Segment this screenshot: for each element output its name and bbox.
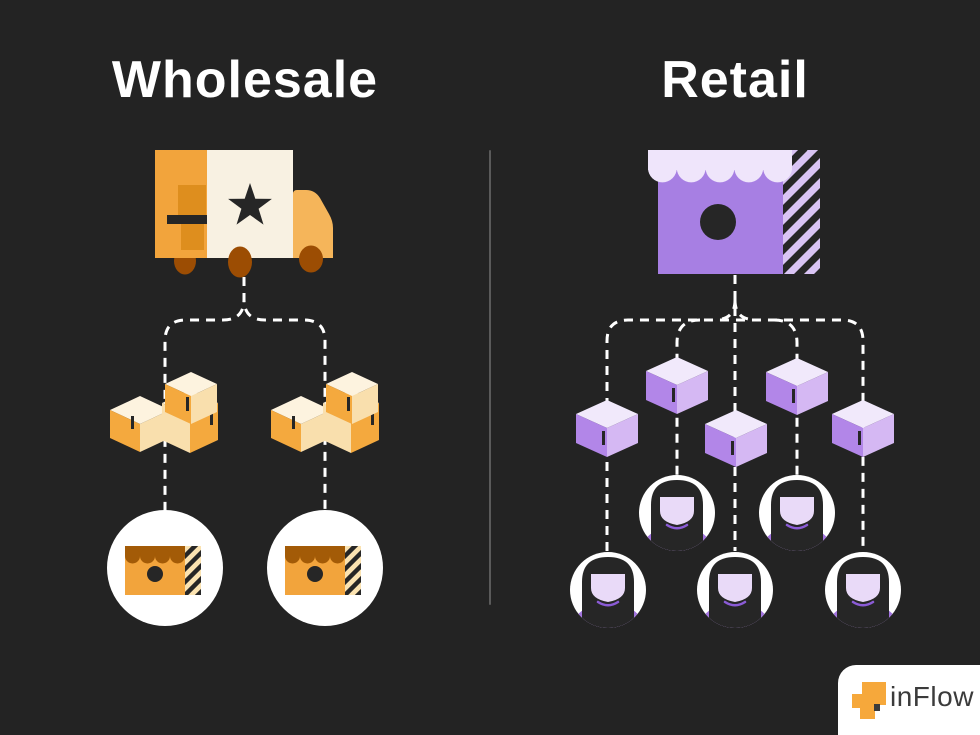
wholesale-title: Wholesale [111,51,379,109]
truck-front-wheel [299,245,323,273]
wholesale-branch-left [163,277,246,511]
retail-branch-4 [773,318,799,475]
retail-outer-branches [605,318,865,551]
wholesale-branch-right [242,277,327,511]
retail-box-2 [646,357,708,414]
retail-title: Retail [661,51,809,109]
storefront-icon [125,538,205,598]
wholesale-storefront-node-2 [267,510,383,626]
truck-cab [293,190,333,258]
vertical-divider [489,150,491,605]
retail-box-3 [705,410,767,467]
storefront-awning [648,150,792,183]
truck-cargo-box-lower [181,224,204,250]
customer-avatar-4 [695,550,775,630]
brand-card: inFlow [838,665,980,735]
customer-avatar-3 [568,550,648,630]
customer-avatar-1 [637,473,717,553]
storefront-door-dot [700,204,736,240]
wholesale-box-stack-2 [271,366,379,458]
customer-avatar-5 [823,550,903,630]
retail-split-nub-left [721,299,737,321]
truck-cargo-bar [167,215,207,224]
retail-split-nub-right [733,299,749,321]
retail-box-1 [576,400,638,457]
inflow-logo-icon [852,682,886,719]
truck-middle-wheel [228,246,252,278]
delivery-truck-illustration [155,150,333,278]
retail-storefront-illustration [648,150,820,274]
wholesale-box-stack-1 [110,366,218,458]
truck-cargo-box-upper [178,185,206,216]
retail-box-4 [766,358,828,415]
storefront-icon [285,538,365,598]
retail-branch-2 [675,318,701,475]
inflow-logo-text: inFlow [890,681,974,712]
star-icon [228,183,272,225]
retail-box-5 [832,400,894,457]
customer-avatar-2 [757,473,837,553]
wholesale-storefront-node-1 [107,510,223,626]
